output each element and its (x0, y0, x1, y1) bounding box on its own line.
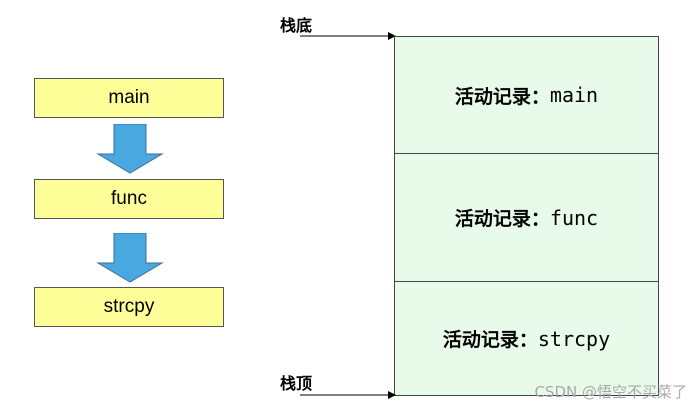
stack-frame-func: 活动记录：func (395, 153, 658, 281)
stack-frame-main: 活动记录：main (395, 37, 658, 153)
watermark: CSDN @悟空不买菜了 (534, 383, 687, 401)
frame-name: strcpy (537, 326, 611, 351)
down-arrow-icon (96, 233, 164, 283)
call-box-main: main (34, 78, 224, 118)
call-box-label: main (108, 87, 150, 108)
stack-frame-strcpy: 活动记录：strcpy (395, 281, 658, 395)
stack-bottom-label: 栈底 (280, 16, 313, 35)
call-box-label: func (111, 188, 147, 209)
frame-prefix: 活动记录： (454, 208, 550, 230)
call-stack: 活动记录：main 活动记录：func 活动记录：strcpy (394, 36, 659, 396)
call-box-strcpy: strcpy (34, 287, 224, 327)
stack-top-label: 栈顶 (280, 374, 313, 393)
stack-top-arrow-icon (300, 391, 396, 399)
frame-name: func (549, 205, 599, 230)
frame-name: main (549, 83, 599, 107)
stack-bottom-arrow-icon (300, 32, 396, 40)
frame-prefix: 活动记录： (442, 329, 538, 351)
down-arrow-icon (96, 124, 164, 174)
frame-prefix: 活动记录： (454, 85, 550, 108)
call-box-label: strcpy (103, 296, 155, 317)
call-box-func: func (34, 179, 224, 219)
